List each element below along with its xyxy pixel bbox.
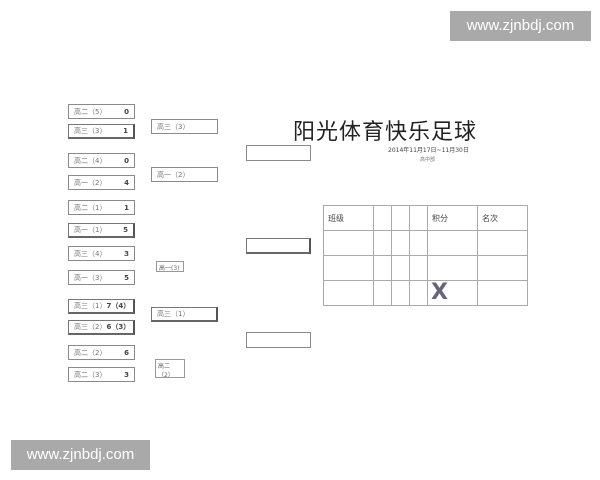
match-slot-r3-2 xyxy=(246,238,311,254)
watermark-bottom: www.zjnbdj.com xyxy=(11,440,150,470)
team-score: 3 xyxy=(124,249,129,258)
team-name: 高三（4） xyxy=(74,249,107,258)
team-name: 高二（3） xyxy=(74,370,107,379)
table-cell xyxy=(323,280,374,306)
match-slot-r1-10: 高三（2） 6（3） xyxy=(68,320,135,335)
match-slot-r1-6: 高一（1） 5 xyxy=(68,223,135,238)
header-cell xyxy=(391,205,410,231)
table-cell xyxy=(323,255,374,281)
table-row xyxy=(323,255,528,281)
table-cell xyxy=(477,255,528,281)
match-slot-r1-2: 高三（3） 1 xyxy=(68,124,135,139)
match-slot-r1-12: 高二（3） 3 xyxy=(68,367,135,382)
table-cell xyxy=(373,230,392,256)
match-slot-r1-9: 高三（1） 7（4） xyxy=(68,299,135,314)
team-name: 高三（1） xyxy=(157,310,190,318)
team-name: 高一（2） xyxy=(157,170,190,179)
table-cell xyxy=(391,255,410,281)
table-cell xyxy=(409,280,428,306)
team-score: 1 xyxy=(123,127,128,135)
table-cell xyxy=(323,230,374,256)
match-slot-r2-1: 高三（3） xyxy=(151,119,218,134)
table-cell xyxy=(373,280,392,306)
page-title: 阳光体育快乐足球 xyxy=(293,120,478,145)
table-cell xyxy=(391,280,410,306)
match-slot-r1-4: 高一（2） 4 xyxy=(68,175,135,190)
team-score: 4 xyxy=(124,178,129,187)
team-name: 高三（2） xyxy=(74,323,107,331)
match-slot-r2-2: 高一（2） xyxy=(151,167,218,182)
watermark-top: www.zjnbdj.com xyxy=(450,11,591,41)
table-header-row: 班级 积分 名次 xyxy=(323,205,528,231)
match-slot-r3-1 xyxy=(246,145,311,161)
team-score: 0 xyxy=(124,107,129,116)
table-cell xyxy=(391,230,410,256)
table-cell xyxy=(477,230,528,256)
table-cell xyxy=(427,230,478,256)
team-name: 高一（2） xyxy=(74,178,107,187)
team-name: 高三（1） xyxy=(74,302,107,310)
match-slot-r1-8: 高一（3） 5 xyxy=(68,270,135,285)
date-range: 2014年11月17日~11月30日 xyxy=(388,147,469,154)
table-cell xyxy=(427,255,478,281)
match-slot-r2-4: 高三（1） xyxy=(151,307,218,322)
table-row xyxy=(323,230,528,256)
team-score: 5 xyxy=(124,273,129,282)
team-name: 高二（2） xyxy=(158,363,174,379)
match-slot-r1-11: 高二（2） 6 xyxy=(68,345,135,360)
team-name: 高一（1） xyxy=(74,226,107,234)
header-cell-points: 积分 xyxy=(427,205,478,231)
team-name: 高三（3） xyxy=(74,127,107,135)
team-score: 1 xyxy=(124,203,129,212)
table-cell xyxy=(409,255,428,281)
team-score: 0 xyxy=(124,156,129,165)
team-score: 5 xyxy=(123,226,128,234)
table-cell xyxy=(427,280,478,306)
team-name: 高二（1） xyxy=(74,203,107,212)
match-slot-r1-1: 高二（5） 0 xyxy=(68,104,135,119)
match-slot-r2-3: 高一(3) xyxy=(156,261,184,272)
team-name: 高二（2） xyxy=(74,348,107,357)
match-slot-r3-3 xyxy=(246,332,311,348)
team-score: 6（3） xyxy=(106,323,131,331)
header-cell xyxy=(409,205,428,231)
team-name: 高二（5） xyxy=(74,107,107,116)
department-label: 高中部 xyxy=(420,157,436,163)
team-score: 3 xyxy=(124,370,129,379)
header-cell xyxy=(373,205,392,231)
team-name: 高一(3) xyxy=(159,265,180,272)
standings-table: 班级 积分 名次 xyxy=(323,205,528,306)
table-row xyxy=(323,280,528,306)
match-slot-r1-5: 高二（1） 1 xyxy=(68,200,135,215)
team-score: 6 xyxy=(124,348,129,357)
match-slot-r2-5: 高二（2） xyxy=(155,359,185,379)
team-name: 高一（3） xyxy=(74,273,107,282)
header-cell-rank: 名次 xyxy=(477,205,528,231)
table-cell xyxy=(373,255,392,281)
table-cell xyxy=(477,280,528,306)
table-cell xyxy=(409,230,428,256)
team-name: 高三（3） xyxy=(157,122,190,131)
x-mark-icon: X xyxy=(431,280,448,305)
team-name: 高二（4） xyxy=(74,156,107,165)
match-slot-r1-3: 高二（4） 0 xyxy=(68,153,135,168)
header-cell-class: 班级 xyxy=(323,205,374,231)
match-slot-r1-7: 高三（4） 3 xyxy=(68,246,135,261)
team-score: 7（4） xyxy=(106,302,131,310)
